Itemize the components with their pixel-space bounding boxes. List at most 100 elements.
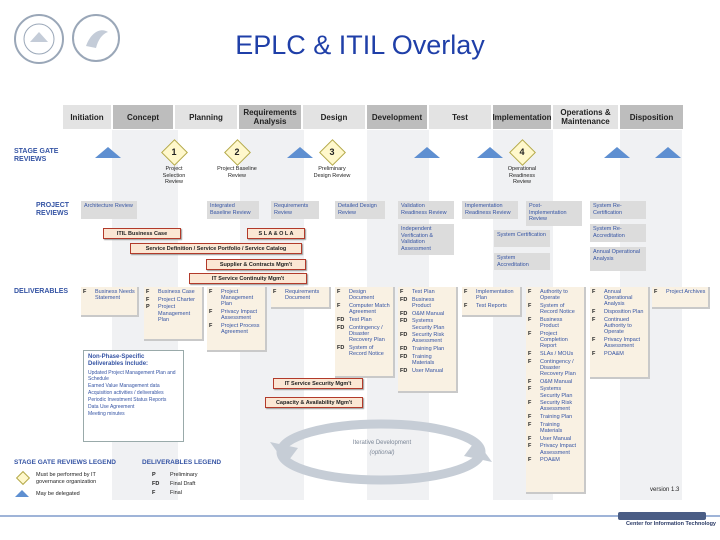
deliverable-code: F — [273, 289, 277, 295]
deliverable-code: F — [146, 296, 150, 303]
deliverable-code: F — [592, 350, 596, 357]
deliverable-text: Disposition Plan — [604, 309, 644, 316]
delegated-gate-triangle-icon — [287, 147, 313, 158]
non-phase-item: Meeting minutes — [88, 411, 125, 417]
deliverable-text: User Manual — [412, 367, 444, 374]
deliverable-text: POA&M — [604, 350, 624, 357]
deliverable-item: F POA&M — [592, 351, 646, 357]
deliverable-text: System of Record Notice — [349, 344, 384, 357]
non-phase-item: Periodic Investment Status Reports — [88, 397, 167, 403]
deliverable-code: F — [592, 316, 596, 323]
project-review: Detailed Design Review — [335, 201, 385, 219]
deliverable-code: FD — [337, 316, 345, 323]
project-review: System Re-Certification — [590, 201, 646, 219]
legend-code: FD — [152, 481, 160, 487]
deliverable-item: F Design Document — [337, 289, 391, 301]
deliverable-item: F Project Charter — [146, 297, 200, 303]
legend-delegated-text: May be delegated — [36, 491, 80, 497]
legend-code-text: Final Draft — [170, 481, 196, 487]
deliverable-code: F — [528, 414, 532, 421]
itil-sla-ola: S L A & O L A — [247, 228, 305, 239]
non-phase-deliverables-box: Non-Phase-Specific Deliverables Include:… — [83, 350, 184, 442]
deliverable-text: Continued Authority to Operate — [604, 316, 632, 336]
deliverable-text: Implementation Plan — [476, 289, 514, 302]
deliverable-text: POA&M — [540, 457, 560, 464]
iterative-sublabel: (optional) — [369, 450, 395, 456]
deliverable-text: Training Plan — [540, 414, 573, 421]
deliverable-text: Computer Match Agreement — [349, 302, 390, 316]
legend-code: P — [152, 472, 156, 478]
footer-line — [0, 515, 720, 517]
legend-code: F — [152, 490, 156, 496]
deliverable-text: Design Document — [349, 289, 375, 302]
deliverable-text: Project Charter — [158, 296, 195, 303]
deliverable-text: User Manual — [540, 435, 572, 442]
deliverable-code: F — [400, 289, 404, 295]
legend-code-text: Preliminary — [170, 472, 198, 478]
deliverable-text: Test Plan — [412, 289, 435, 295]
deliverable-text: Security Risk Assessment — [412, 332, 445, 345]
stage-gate-legend-title: STAGE GATE REVIEWS LEGEND — [14, 459, 116, 466]
legend-diamond-icon — [15, 470, 31, 486]
deliverable-item: F Training Materials — [528, 422, 582, 434]
deliverable-text: Privacy Impact Assessment — [604, 336, 641, 350]
deliverable-item: F Continued Authority to Operate — [592, 317, 646, 336]
deliverable-text: Business Needs Statement — [95, 289, 135, 302]
nih-seal-logo — [14, 14, 64, 64]
deliverable-item: F Training Plan — [528, 414, 582, 420]
phase-requirements-analysis: Requirements Analysis — [239, 105, 303, 129]
deliverable-code: F — [337, 289, 341, 295]
deliverable-code: F — [528, 421, 532, 428]
deliverable-text: Systems Security Plan — [540, 386, 573, 399]
delegated-gate-triangle-icon — [414, 147, 440, 158]
project-review: Independent Verification & Validation As… — [398, 224, 454, 255]
deliverable-text: Training Materials — [412, 353, 435, 367]
row-label-stage-gate: STAGE GATE REVIEWS — [14, 148, 59, 163]
gate-number: 1 — [171, 147, 177, 157]
deliverable-code: FD — [400, 310, 408, 317]
gate-number: 4 — [519, 147, 525, 157]
deliverable-code: F — [528, 350, 532, 357]
phase-test: Test — [429, 105, 493, 129]
project-review: Architecture Review — [81, 201, 137, 219]
delegated-gate-triangle-icon — [95, 147, 121, 158]
deliverable-text: Test Plan — [349, 316, 372, 323]
hhs-eagle-logo — [72, 14, 120, 62]
delegated-gate-triangle-icon — [604, 147, 630, 158]
itil-service-definition: Service Definition / Service Portfolio /… — [130, 243, 302, 254]
deliverable-item: FD Test Plan — [337, 317, 391, 323]
deliverable-code: FD — [337, 324, 345, 331]
itil-service-security: IT Service Security Mgm't — [273, 378, 363, 389]
deliverable-text: Privacy Impact Assessment — [221, 309, 258, 322]
deliverable-text: Business Case — [158, 289, 195, 295]
deliverable-code: FD — [400, 353, 408, 360]
deliverable-code: FD — [400, 296, 408, 303]
itil-capacity-availability: Capacity & Availability Mgm't — [265, 397, 363, 408]
deliverable-text: Training Materials — [540, 421, 563, 435]
deliverable-code: F — [464, 302, 468, 309]
deliverable-code: F — [592, 336, 596, 343]
deliverable-code: F — [592, 289, 596, 295]
project-review: System Accreditation — [494, 253, 550, 270]
project-review: System Re-Accreditation — [590, 224, 646, 242]
